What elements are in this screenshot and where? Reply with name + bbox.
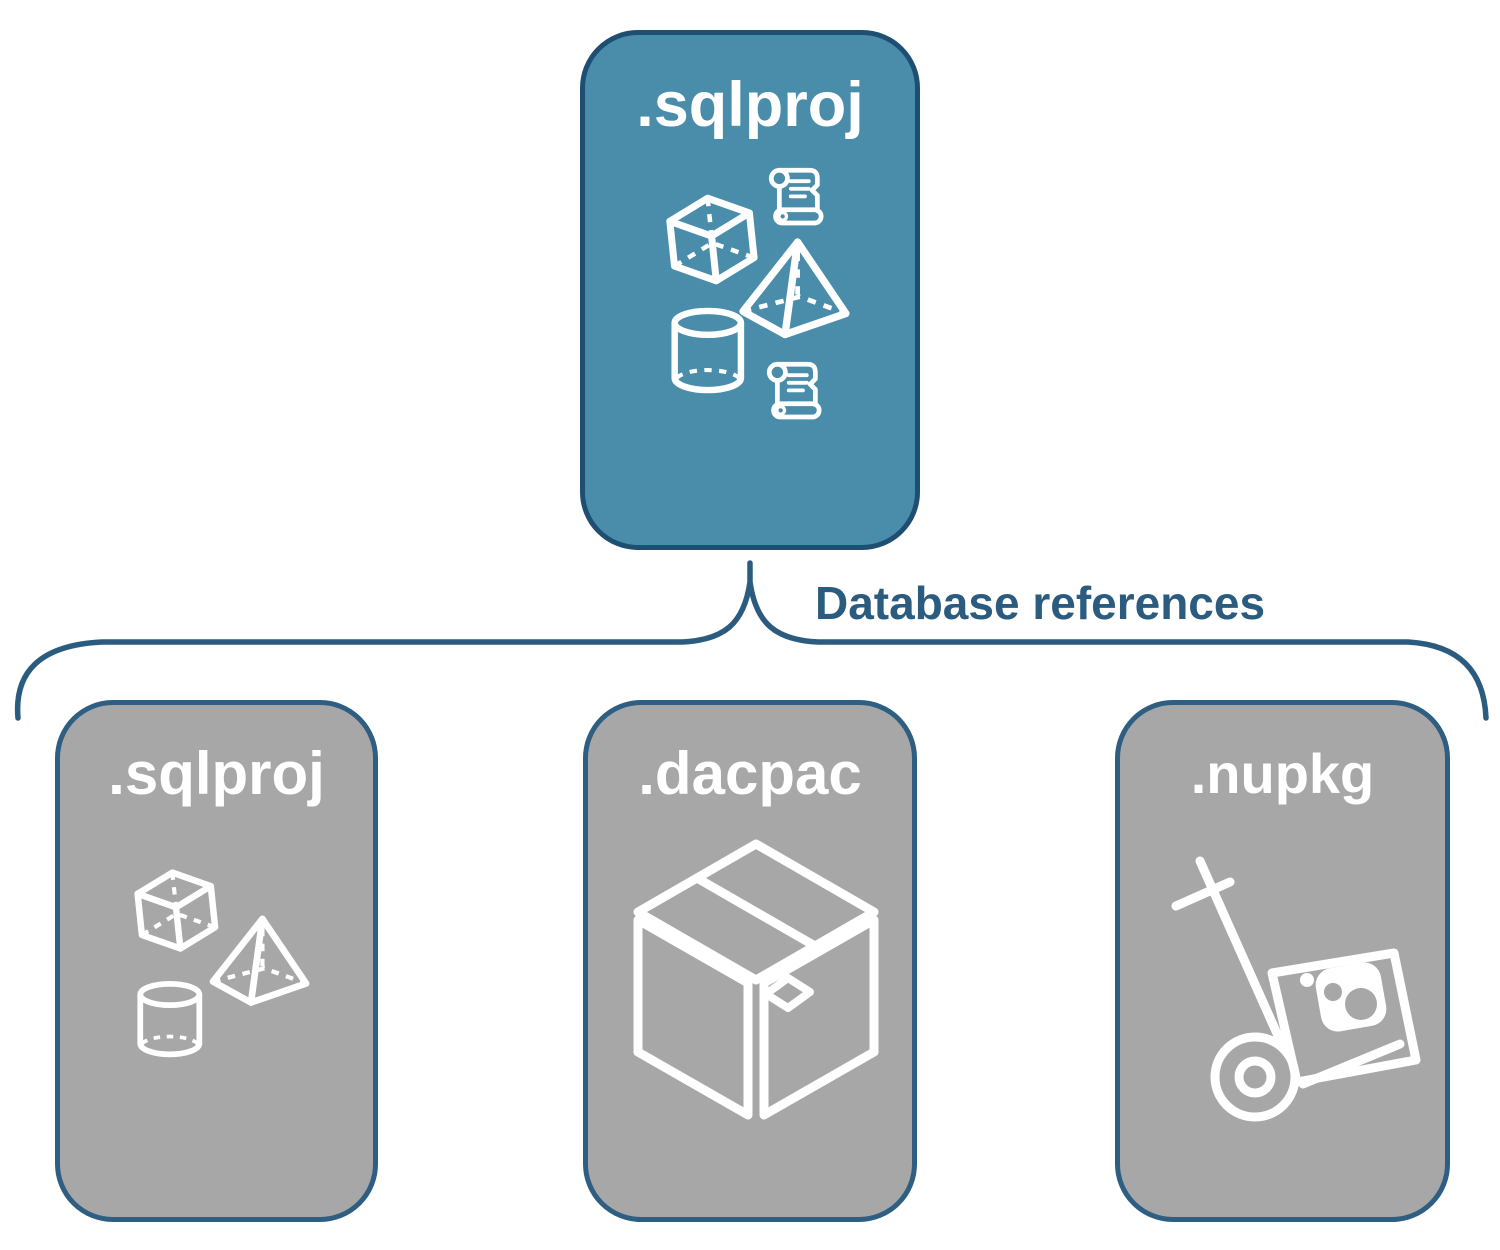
child-box-title: .nupkg [1190,742,1375,805]
child-box-dacpac: .dacpac [583,700,917,1222]
connector-label: Database references [815,577,1266,629]
child-box-title: .sqlproj [108,740,325,807]
child-box-sqlproj: .sqlproj [55,700,378,1222]
root-box-sqlproj: .sqlproj [580,30,920,550]
child-box-title: .dacpac [638,740,862,807]
child-box-nupkg: .nupkg [1115,700,1450,1222]
root-box-title: .sqlproj [636,70,864,140]
